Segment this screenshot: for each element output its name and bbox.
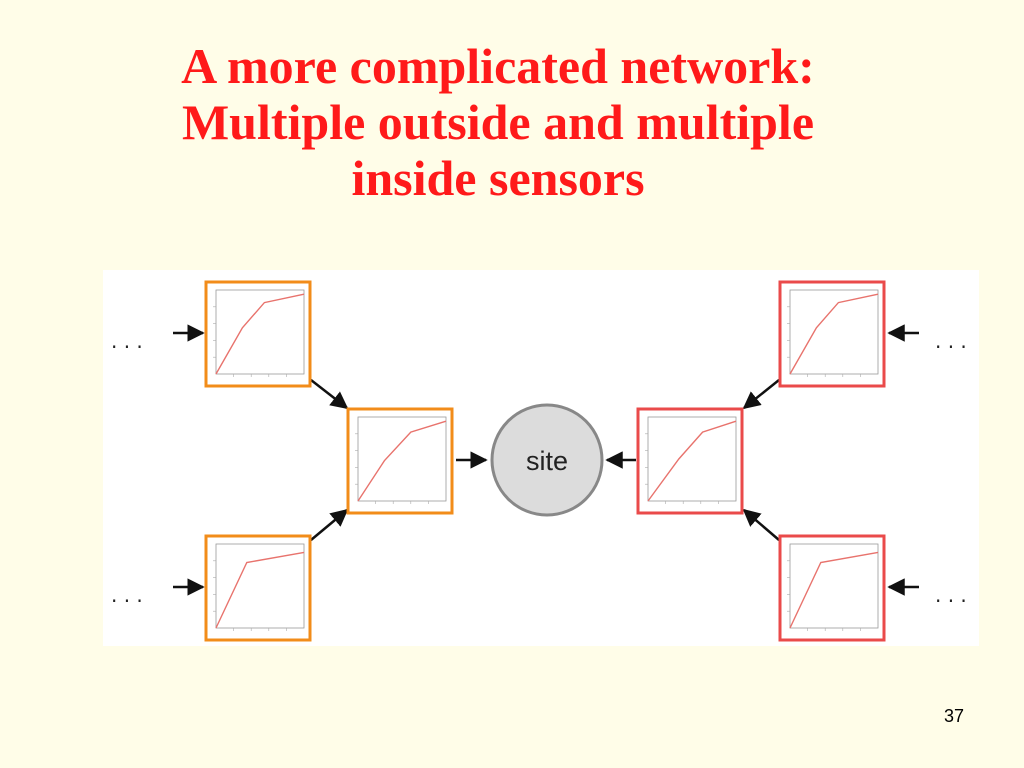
ellipsis-left-top: . . . xyxy=(111,329,143,353)
site-circle xyxy=(490,403,604,517)
sensor-curve xyxy=(215,293,305,375)
plot-axes xyxy=(357,416,447,502)
plot-axes xyxy=(789,543,879,629)
plot-axes xyxy=(789,289,879,375)
sensor-curve xyxy=(647,420,737,502)
page-number: 37 xyxy=(943,706,964,726)
ellipsis-left-bottom: . . . xyxy=(111,583,143,607)
sensor-curve xyxy=(789,551,879,629)
arrow-right-bottom-to-middle xyxy=(742,508,780,541)
sensor-left-middle xyxy=(346,407,454,515)
arrow-right-top-to-middle xyxy=(742,379,780,410)
title-line-2: Multiple outside and multiple xyxy=(181,94,815,150)
network-diagram-svg: . . . . . . . . . . . . site xyxy=(111,280,967,642)
network-diagram: . . . . . . . . . . . . site xyxy=(103,270,979,646)
arrow-left-bottom-to-middle xyxy=(310,508,349,541)
sensor-right-middle xyxy=(636,407,744,515)
slide-title: A more complicated network: Multiple out… xyxy=(0,38,996,206)
arrow-left-top-to-middle xyxy=(310,379,349,410)
title-line-1: A more complicated network: xyxy=(181,38,815,94)
sensor-layer xyxy=(204,280,886,642)
sensor-curve xyxy=(357,420,447,502)
ellipsis-right-bottom: . . . xyxy=(935,583,967,607)
sensor-left-top xyxy=(204,280,312,388)
plot-axes xyxy=(215,543,305,629)
sensor-right-top xyxy=(778,280,886,388)
sensor-right-bottom xyxy=(778,534,886,642)
plot-axes xyxy=(215,289,305,375)
sensor-curve xyxy=(215,551,305,629)
title-line-3: inside sensors xyxy=(351,150,645,206)
sensor-left-bottom xyxy=(204,534,312,642)
site-label: site xyxy=(526,446,568,476)
arrows xyxy=(173,324,919,596)
ellipsis-right-top: . . . xyxy=(935,329,967,353)
sensor-curve xyxy=(789,293,879,375)
plot-axes xyxy=(647,416,737,502)
site-node: site xyxy=(490,403,604,517)
